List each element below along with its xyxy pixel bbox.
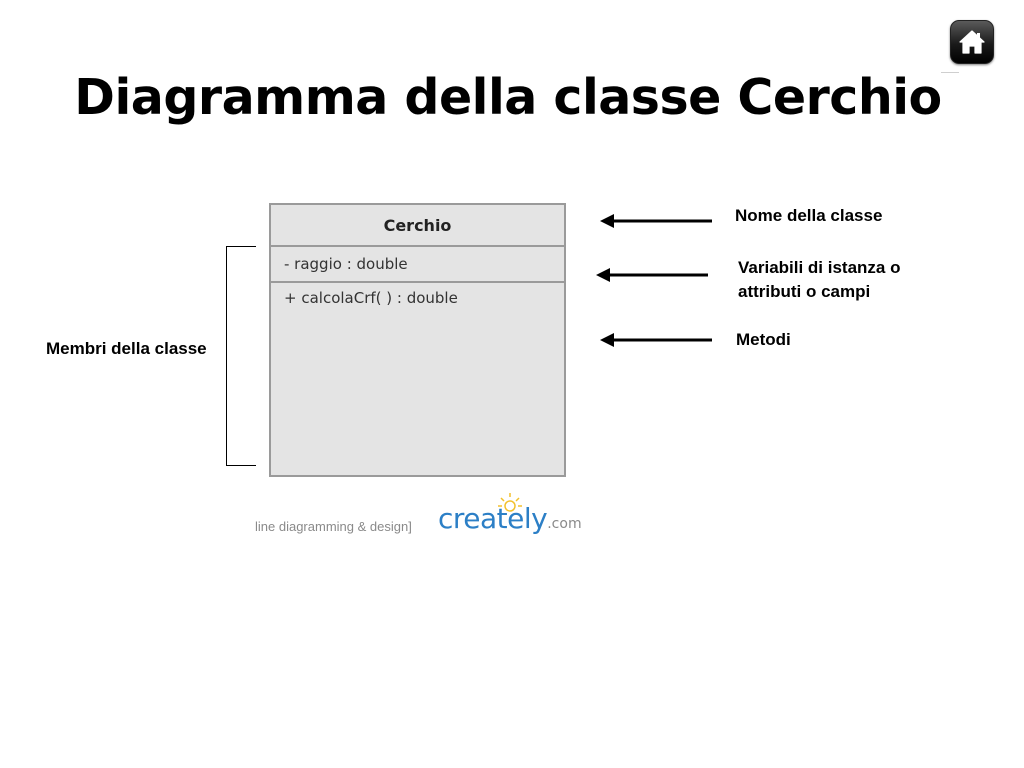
creately-logo: creately.com (438, 502, 582, 535)
class-name-label: Nome della classe (735, 206, 883, 225)
creately-watermark: line diagramming & design] creately.com (255, 492, 585, 552)
variables-label-line2: attributi o campi (738, 282, 871, 301)
variables-label: Variabili di istanza o attributi o campi (738, 256, 901, 304)
arrow-methods (600, 332, 712, 348)
home-caption-line (941, 72, 959, 73)
variables-label-line1: Variabili di istanza o (738, 258, 901, 277)
lightbulb-icon (498, 492, 522, 519)
members-bracket (226, 246, 256, 466)
arrow-variables (596, 267, 708, 283)
creately-logo-suffix: .com (547, 516, 582, 532)
home-button[interactable] (950, 20, 994, 64)
uml-class-name: Cerchio (271, 205, 564, 247)
uml-method: + calcolaCrf( ) : double (284, 289, 458, 307)
home-icon (958, 29, 986, 55)
uml-class-box: Cerchio - raggio : double + calcolaCrf( … (269, 203, 566, 477)
methods-label: Metodi (736, 330, 791, 349)
watermark-tagline: line diagramming & design] (255, 519, 412, 534)
uml-attributes-section: - raggio : double (271, 247, 564, 283)
creately-logo-main: creately (438, 502, 548, 535)
arrow-class-name (600, 213, 712, 229)
uml-attribute: - raggio : double (284, 255, 408, 273)
uml-methods-section: + calcolaCrf( ) : double (271, 283, 564, 307)
page-title: Diagramma della classe Cerchio (74, 69, 942, 126)
members-label: Membri della classe (46, 339, 207, 358)
